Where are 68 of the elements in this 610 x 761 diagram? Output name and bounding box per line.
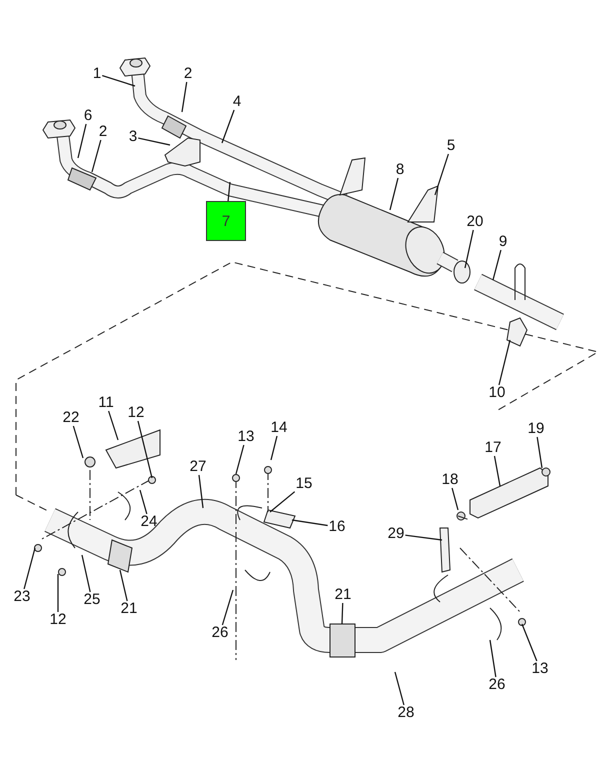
leader-line bbox=[102, 75, 136, 87]
callout-number: 19 bbox=[526, 421, 546, 437]
callout-number: 16 bbox=[328, 519, 346, 535]
leader-line bbox=[228, 182, 231, 202]
callout-number: 27 bbox=[188, 459, 208, 475]
leader-line bbox=[536, 436, 543, 468]
callout-number: 12 bbox=[48, 612, 68, 628]
leader-line bbox=[464, 230, 474, 268]
leader-line bbox=[521, 624, 538, 662]
leader-line bbox=[498, 340, 511, 386]
callout-number: 9 bbox=[498, 234, 508, 250]
leader-line bbox=[235, 444, 244, 474]
callout-number: 5 bbox=[446, 138, 456, 154]
callout-number: 24 bbox=[140, 514, 158, 530]
leader-line bbox=[119, 570, 128, 602]
leader-line bbox=[341, 602, 344, 624]
leader-line bbox=[198, 474, 204, 508]
callout-number: 29 bbox=[386, 526, 406, 542]
callout-number: 21 bbox=[334, 587, 352, 603]
callout-number: 8 bbox=[394, 162, 406, 178]
leader-line bbox=[81, 554, 91, 592]
leader-line bbox=[389, 178, 399, 210]
callout-number: 21 bbox=[120, 601, 138, 617]
callout-number: 26 bbox=[488, 677, 506, 693]
callout-number: 14 bbox=[270, 420, 288, 436]
callout-number: 13 bbox=[530, 661, 550, 677]
callout-number: 23 bbox=[12, 589, 32, 605]
callout-number: 2 bbox=[98, 124, 108, 140]
leader-line bbox=[452, 488, 459, 510]
callout-number: 3 bbox=[128, 129, 138, 145]
callout-number: 18 bbox=[440, 472, 460, 488]
callout-number: 26 bbox=[210, 625, 230, 641]
leader-line bbox=[394, 672, 404, 706]
callout-number: 28 bbox=[396, 705, 416, 721]
leader-line bbox=[434, 154, 449, 196]
leader-line bbox=[139, 490, 148, 514]
callout-number: 15 bbox=[294, 476, 314, 492]
leader-line bbox=[57, 574, 59, 612]
leader-line bbox=[221, 110, 235, 144]
leader-line bbox=[494, 456, 501, 486]
callout-number: 2 bbox=[182, 66, 194, 82]
callout-number: 13 bbox=[236, 429, 256, 445]
callout-number: 17 bbox=[484, 440, 502, 456]
leader-line bbox=[292, 519, 328, 526]
leader-line bbox=[181, 82, 188, 112]
callout-number: 12 bbox=[126, 405, 146, 421]
callout-number: 6 bbox=[82, 108, 94, 124]
callout-number: 10 bbox=[488, 385, 506, 401]
callout-number: 4 bbox=[232, 94, 242, 110]
leader-line bbox=[138, 138, 170, 146]
callout-number: 11 bbox=[97, 395, 115, 411]
leader-line bbox=[405, 534, 442, 541]
leader-line bbox=[108, 410, 119, 440]
leader-line bbox=[270, 491, 296, 512]
leader-line bbox=[24, 548, 36, 590]
leader-line bbox=[492, 250, 502, 280]
leader-line bbox=[270, 436, 278, 460]
callout-number: 25 bbox=[82, 592, 102, 608]
highlight-callout-box: 7 bbox=[206, 201, 246, 241]
callout-number: 22 bbox=[62, 410, 80, 426]
leader-line bbox=[72, 426, 84, 458]
callout-number: 1 bbox=[92, 66, 102, 82]
leader-line bbox=[137, 420, 153, 478]
leader-line bbox=[489, 640, 496, 678]
leader-line bbox=[91, 140, 102, 172]
callout-number: 20 bbox=[466, 214, 484, 230]
leader-line bbox=[77, 124, 87, 158]
leader-line bbox=[222, 590, 234, 626]
